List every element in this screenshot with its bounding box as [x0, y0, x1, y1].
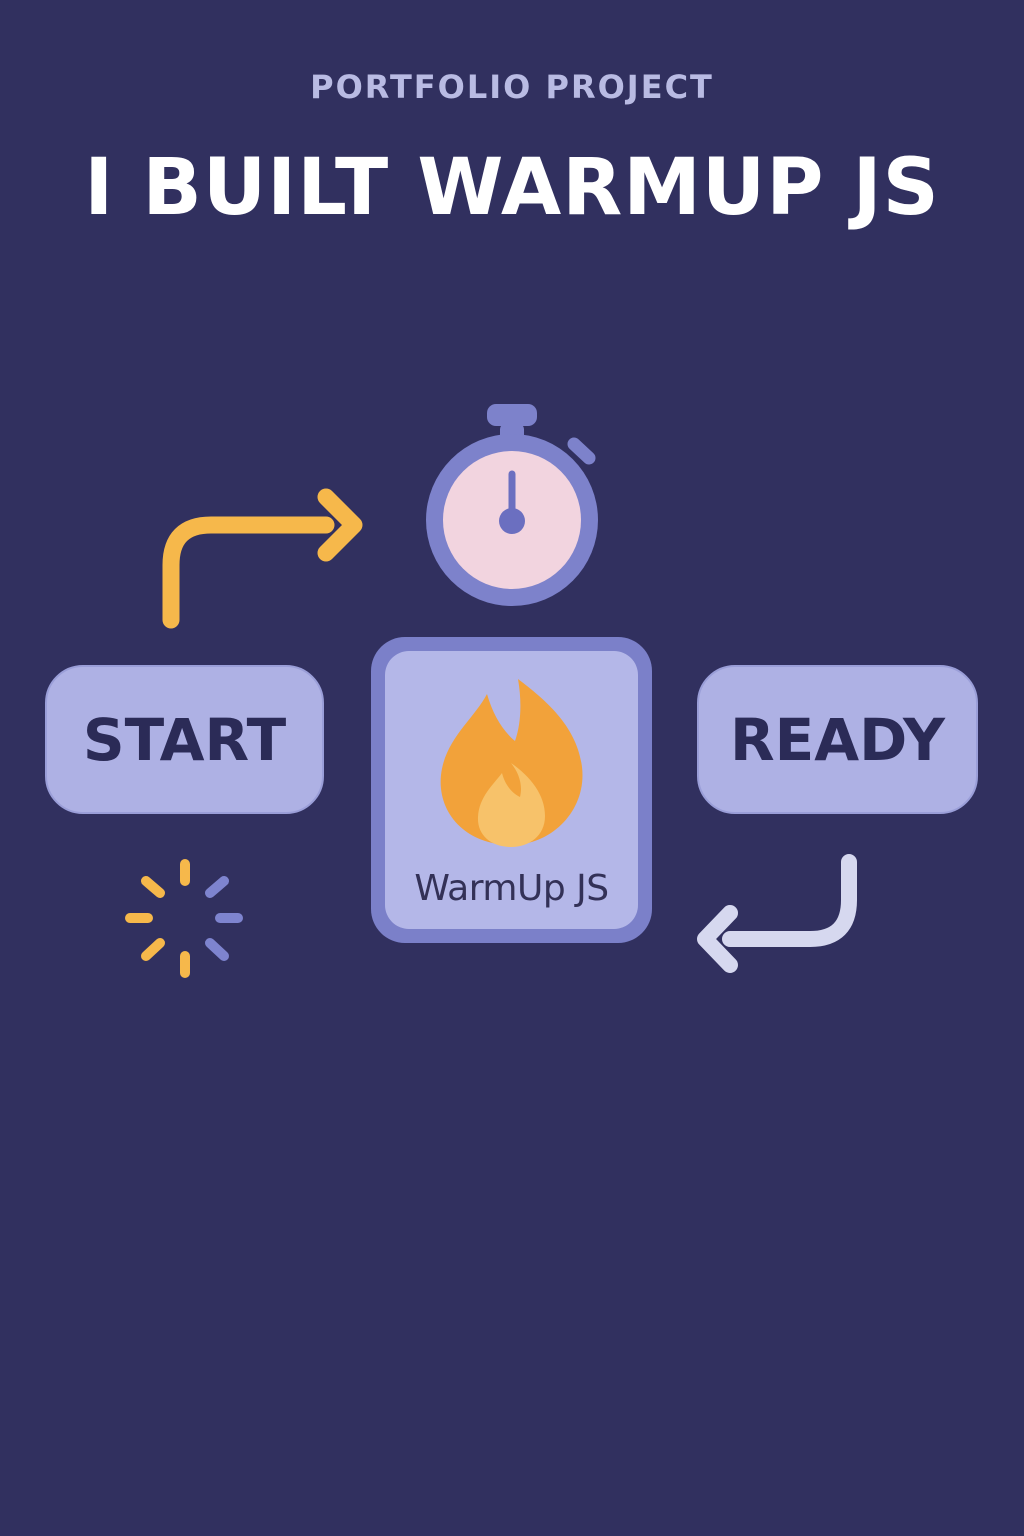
arrow-up-right-icon — [162, 488, 363, 629]
start-step-pill: START — [45, 665, 324, 814]
flame-icon — [440, 679, 583, 847]
ready-step-pill: READY — [697, 665, 978, 814]
warmup-js-card: WarmUp JS — [371, 637, 652, 943]
warmup-js-label: WarmUp JS — [414, 868, 609, 909]
start-label: START — [82, 705, 287, 774]
arrow-return-left-icon — [697, 854, 857, 973]
page-eyebrow: PORTFOLIO PROJECT — [310, 68, 714, 106]
page-title: I BUILT WARMUP JS — [84, 143, 940, 233]
stopwatch-icon — [426, 404, 598, 606]
ready-label: READY — [729, 705, 946, 774]
warmup-js-card-inner: WarmUp JS — [385, 651, 638, 929]
loading-spinner-icon — [125, 859, 243, 978]
